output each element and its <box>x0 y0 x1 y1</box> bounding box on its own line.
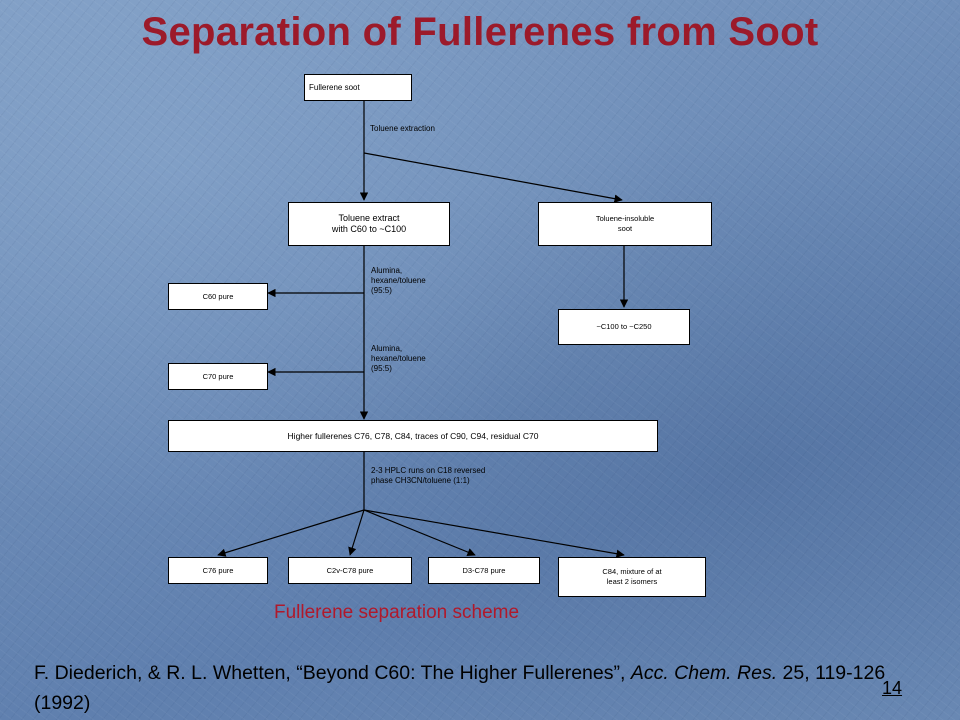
node-toluene-insoluble-line2: soot <box>617 224 633 233</box>
node-c70-pure-label: C70 pure <box>202 371 234 381</box>
node-c76-pure: C76 pure <box>168 557 268 584</box>
edge-to-d3 <box>363 509 476 557</box>
node-fullerene-soot: Fullerene soot <box>304 74 412 101</box>
edge-label-alumina-1-line2: hexane/toluene <box>371 276 426 285</box>
edge-label-alumina-2-line3: (95:5) <box>371 364 392 373</box>
node-toluene-insoluble-line1: Toluene-insoluble <box>595 214 655 223</box>
edge-to-c76 <box>217 509 365 557</box>
edge-label-hplc-line1: 2-3 HPLC runs on C18 reversed <box>371 466 486 475</box>
citation-authors-title: F. Diederich, & R. L. Whetten, “Beyond C… <box>34 662 631 684</box>
citation-volume-pages: 25, 119-126 (1992) <box>34 662 886 714</box>
slide-number: 14 <box>882 678 903 698</box>
edge-label-alumina-1: Alumina, hexane/toluene (95:5) <box>371 266 426 296</box>
node-d3-c78-pure: D3-C78 pure <box>428 557 540 584</box>
node-c84-mixture-line1: C84, mixture of at <box>602 567 662 576</box>
node-toluene-extract-line1: Toluene extract <box>338 213 400 223</box>
node-c60-pure-label: C60 pure <box>202 291 234 301</box>
edge-label-alumina-2-line1: Alumina, <box>371 344 403 353</box>
edge-label-alumina-2: Alumina, hexane/toluene (95:5) <box>371 344 426 374</box>
node-c60-pure: C60 pure <box>168 283 268 310</box>
node-higher-fullerenes: Higher fullerenes C76, C78, C84, traces … <box>168 420 658 452</box>
node-fullerene-soot-label: Fullerene soot <box>309 82 360 92</box>
slide-title: Separation of Fullerenes from Soot <box>141 10 819 54</box>
edge-label-hplc-line2: phase CH3CN/toluene (1:1) <box>371 476 470 485</box>
node-c2v-c78-pure-label: C2v-C78 pure <box>326 565 374 575</box>
citation: F. Diederich, & R. L. Whetten, “Beyond C… <box>34 658 914 718</box>
node-c84-mixture: C84, mixture of at least 2 isomers <box>558 557 706 597</box>
node-toluene-insoluble: Toluene-insoluble soot <box>538 202 712 246</box>
node-toluene-extract-line2: with C60 to ~C100 <box>331 224 407 234</box>
edge-soot-to-insoluble <box>363 152 623 203</box>
node-c70-pure: C70 pure <box>168 363 268 390</box>
citation-journal: Acc. Chem. Res. <box>630 662 778 684</box>
edge-label-toluene-extraction: Toluene extraction <box>370 124 435 133</box>
edge-label-hplc: 2-3 HPLC runs on C18 reversed phase CH3C… <box>371 466 485 486</box>
edge-label-alumina-1-line3: (95:5) <box>371 286 392 295</box>
node-d3-c78-pure-label: D3-C78 pure <box>462 565 506 575</box>
edge-label-alumina-1-line1: Alumina, <box>371 266 403 275</box>
node-c84-mixture-line2: least 2 isomers <box>606 577 658 586</box>
diagram-caption: Fullerene separation scheme <box>274 602 520 623</box>
node-c2v-c78-pure: C2v-C78 pure <box>288 557 412 584</box>
edge-label-alumina-2-line2: hexane/toluene <box>371 354 426 363</box>
node-toluene-extract: Toluene extract with C60 to ~C100 <box>288 202 450 246</box>
node-c100-c250: ~C100 to ~C250 <box>558 309 690 345</box>
node-higher-fullerenes-label: Higher fullerenes C76, C78, C84, traces … <box>287 431 539 441</box>
node-c100-c250-label: ~C100 to ~C250 <box>596 322 652 331</box>
edge-to-c84 <box>363 509 625 558</box>
edge-to-c2v <box>348 509 365 556</box>
node-c76-pure-label: C76 pure <box>202 565 234 575</box>
